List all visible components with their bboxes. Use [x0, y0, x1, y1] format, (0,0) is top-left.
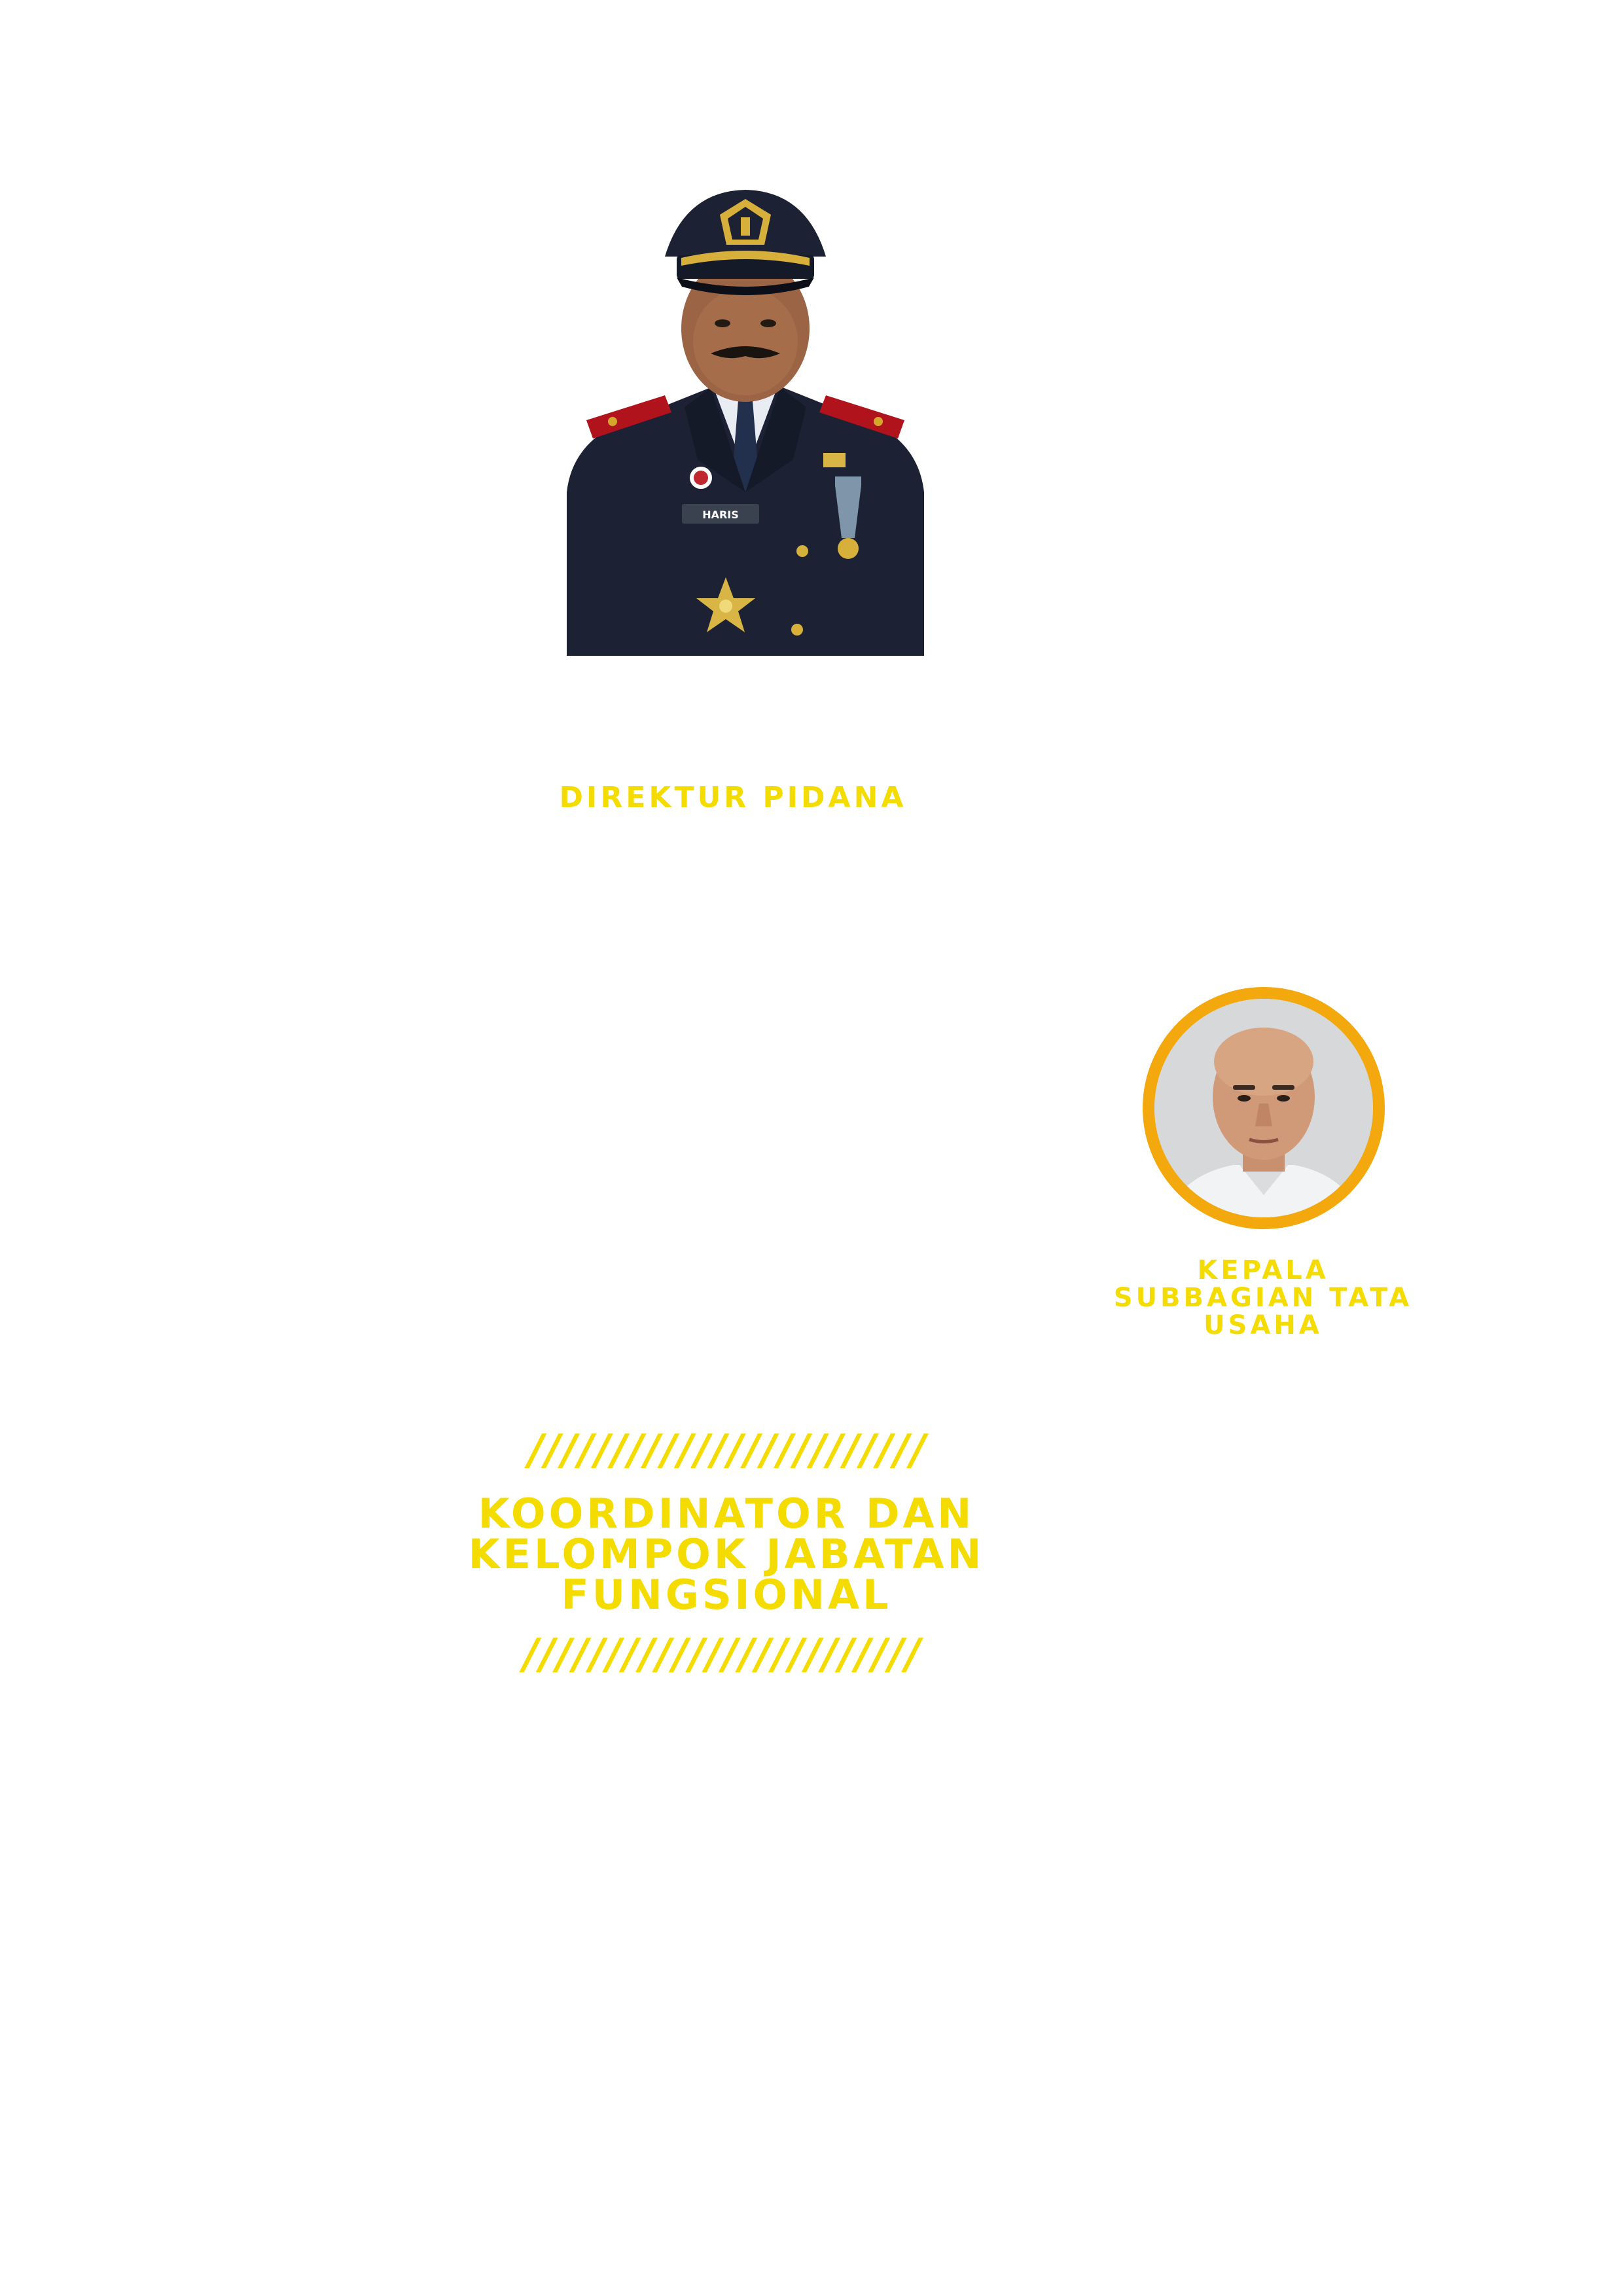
director-portrait-image: HARIS: [567, 190, 924, 656]
slash-divider-top: ////////////////////////: [528, 1426, 927, 1475]
section-heading-line-3: FUNGSIONAL: [561, 1571, 892, 1619]
subsection-head-portrait-image: [1154, 999, 1373, 1217]
slash-divider-bottom: ////////////////////////: [523, 1630, 922, 1679]
director-title: DIREKTUR PIDANA: [559, 781, 907, 814]
section-heading: KOORDINATOR DAN KELOMPOK JABATAN FUNGSIO…: [445, 1494, 1008, 1615]
name-tag: [682, 504, 759, 524]
name-tag-text: HARIS: [702, 509, 739, 521]
subsection-head-title: KEPALA SUBBAGIAN TATA USAHA: [1113, 1255, 1413, 1340]
section-heading-line-1: KOORDINATOR DAN: [478, 1490, 975, 1537]
subsection-head-photo: [1143, 987, 1385, 1229]
director-photo: HARIS: [567, 185, 924, 656]
section-heading-line-2: KELOMPOK JABATAN: [468, 1530, 985, 1578]
